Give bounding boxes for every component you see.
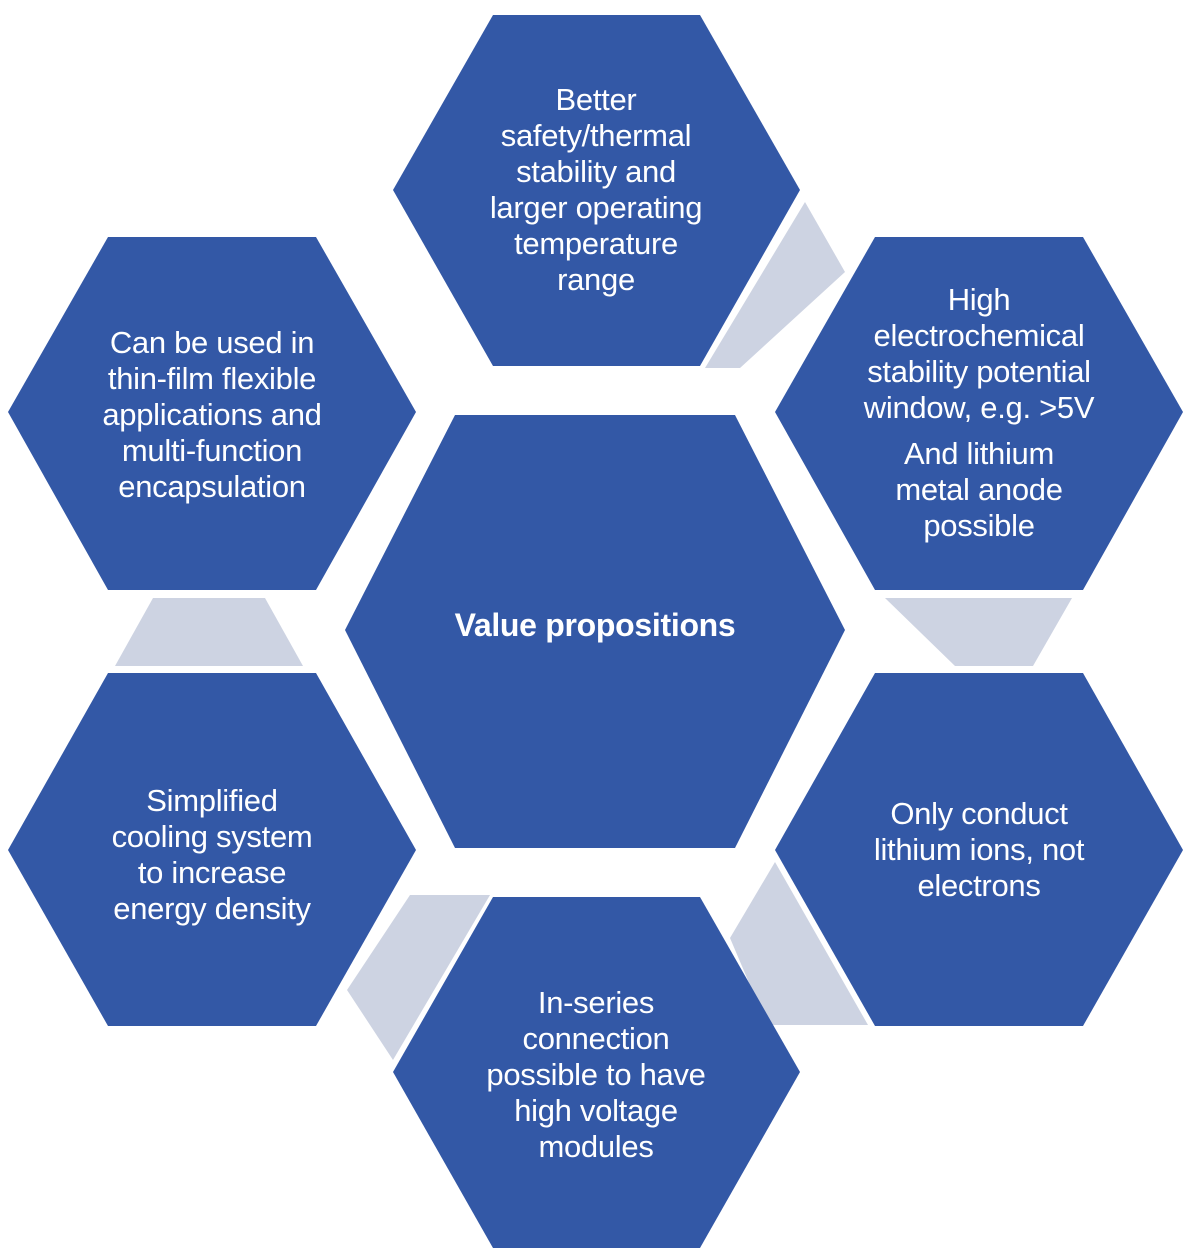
- hexagon-bottom-right-text-1: Only conduct lithium ions, not electrons: [873, 796, 1085, 903]
- hexagon-top-right-text-1: High electrochemical stability potential…: [863, 282, 1095, 425]
- hexagon-top-right-label: High electrochemical stability potential…: [810, 268, 1148, 558]
- hexagon-bottom-left-text-1: Simplified cooling system to increase en…: [111, 783, 313, 926]
- hexagon-bottom-label: In-series connection possible to have hi…: [430, 970, 762, 1180]
- hexagon-top-label: Better safety/thermal stability and larg…: [430, 70, 762, 310]
- hexagon-top-right-text-2: And lithium metal anode possible: [895, 436, 1063, 543]
- hexagon-bottom: [393, 897, 800, 1248]
- hexagon-top-left-text-1: Can be used in thin-film flexible applic…: [102, 325, 322, 504]
- hexagon-bottom-text-1: In-series connection possible to have hi…: [486, 985, 706, 1164]
- connector-top-to-top-right: [705, 202, 845, 368]
- hexagon-bottom-right-label: Only conduct lithium ions, not electrons: [810, 780, 1148, 920]
- connector-bottom-right-to-bottom: [730, 862, 868, 1025]
- hexagon-bottom-left-label: Simplified cooling system to increase en…: [42, 765, 382, 945]
- hexagon-bottom-left: [8, 673, 416, 1026]
- hexagon-top-left-label: Can be used in thin-film flexible applic…: [42, 310, 382, 520]
- hexagon-center: [345, 415, 845, 848]
- connector-top-right-to-bottom-right: [885, 598, 1072, 666]
- hexagon-top: [393, 15, 800, 366]
- hexagon-top-text-1: Better safety/thermal stability and larg…: [489, 82, 703, 297]
- hexagon-top-right: [775, 237, 1183, 590]
- hexagon-bottom-right: [775, 673, 1183, 1026]
- hexagon-top-left: [8, 237, 416, 590]
- connector-top-left-to-bottom-left: [115, 598, 303, 666]
- connector-bottom-to-bottom-left: [347, 895, 490, 1060]
- center-label: Value propositions: [454, 607, 736, 643]
